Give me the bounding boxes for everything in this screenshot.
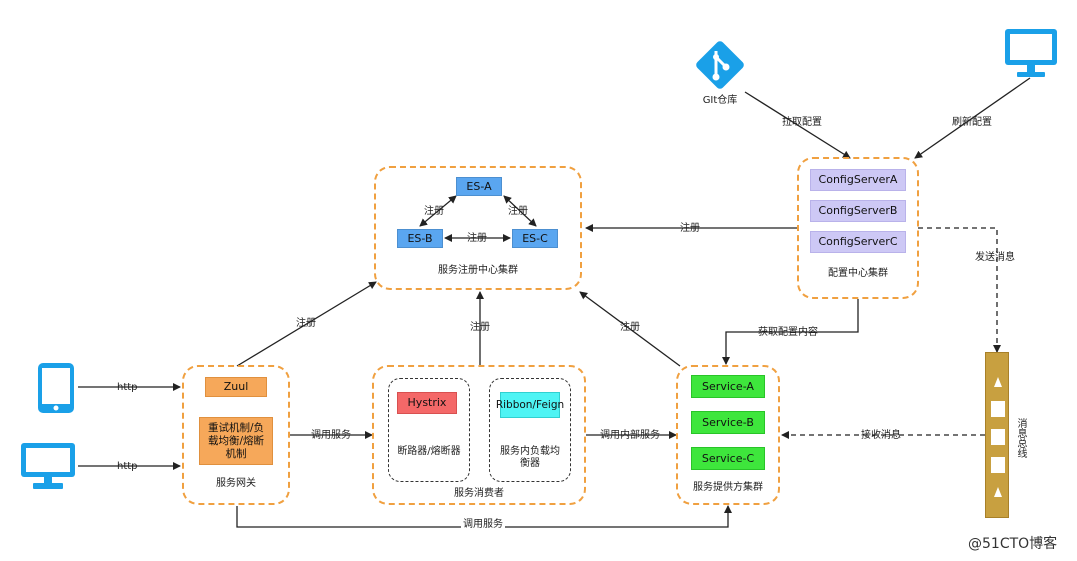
es-ab-label: 注册 [424, 206, 444, 217]
edge-get-config [722, 299, 859, 365]
es-bc-label: 注册 [467, 233, 487, 244]
service-provider-cluster [676, 365, 780, 505]
service-c-node[interactable]: Service-C [691, 447, 765, 470]
breaker-group [388, 378, 470, 482]
edge-send-message [918, 227, 1001, 353]
consumer-register-label: 注册 [470, 322, 490, 333]
monitor-icon [1003, 27, 1059, 79]
es-ac-label: 注册 [508, 206, 528, 217]
git-icon [690, 37, 750, 97]
call-internal-label: 调用内部服务 [600, 430, 660, 441]
gateway-features-node[interactable]: 重试机制/负载均衡/熔断机制 [199, 417, 273, 465]
service-b-node[interactable]: Service-B [691, 411, 765, 434]
es-c-node[interactable]: ES-C [512, 229, 558, 248]
message-bus-label: 消息总线 [1015, 418, 1026, 458]
zuul-node[interactable]: Zuul [205, 377, 267, 397]
consumer-caption: 服务消费者 [454, 488, 504, 499]
provider-register-label: 注册 [620, 322, 640, 333]
es-a-node[interactable]: ES-A [456, 177, 502, 196]
ribbon-feign-node[interactable]: Ribbon/Feign [496, 392, 564, 418]
edge-es-a-c [503, 195, 537, 227]
message-bus[interactable] [985, 352, 1009, 518]
config-server-a[interactable]: ConfigServerA [810, 169, 906, 191]
watermark: @51CTO博客 [968, 536, 1058, 552]
tablet-icon [37, 362, 75, 414]
balancer-group [489, 378, 571, 482]
http-tablet-label: http [117, 382, 138, 393]
receive-message-label: 接收消息 [861, 430, 901, 441]
provider-caption: 服务提供方集群 [693, 482, 763, 493]
config-cluster-caption: 配置中心集群 [828, 268, 888, 279]
config-center-cluster [797, 157, 919, 299]
config-register-label: 注册 [680, 223, 700, 234]
config-server-b[interactable]: ConfigServerB [810, 200, 906, 222]
es-b-node[interactable]: ES-B [397, 229, 443, 248]
config-server-c[interactable]: ConfigServerC [810, 231, 906, 253]
balancer-caption: 服务内负载均衡器 [500, 446, 560, 469]
pull-config-label: 拉取配置 [782, 117, 822, 128]
registry-cluster-caption: 服务注册中心集群 [438, 265, 518, 276]
hystrix-node[interactable]: Hystrix [397, 392, 457, 414]
desktop-icon [19, 441, 77, 491]
service-a-node[interactable]: Service-A [691, 375, 765, 398]
edge-gateway-register [236, 281, 377, 367]
gateway-register-label: 注册 [296, 318, 316, 329]
service-gateway-cluster [182, 365, 290, 505]
get-config-label: 获取配置内容 [758, 327, 818, 338]
http-desktop-label: http [117, 461, 138, 472]
call-service-label: 调用服务 [311, 430, 351, 441]
breaker-caption: 断路器/熔断器 [397, 446, 461, 457]
refresh-config-label: 刷新配置 [952, 117, 992, 128]
bus-slots [991, 377, 1005, 497]
git-label: GIt仓库 [702, 95, 738, 106]
service-consumer-cluster [372, 365, 586, 505]
registry-center-cluster [374, 166, 582, 290]
edge-pull-config [744, 91, 851, 159]
edge-refresh-config [914, 77, 1031, 159]
gateway-caption: 服务网关 [216, 478, 256, 489]
send-message-label: 发送消息 [975, 252, 1015, 263]
bottom-call-label: 调用服务 [461, 519, 505, 531]
edge-provider-register [579, 291, 681, 367]
edge-es-a-b [419, 195, 457, 227]
